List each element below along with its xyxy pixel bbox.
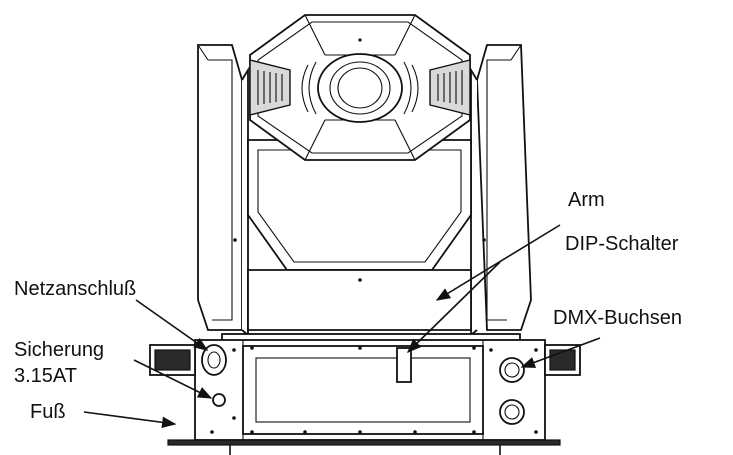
label-dmx-sockets: DMX-Buchsen (553, 307, 682, 329)
label-dip-switch: DIP-Schalter (565, 233, 679, 255)
left-handle (149, 344, 196, 376)
head-body (233, 139, 486, 331)
dip-switch (396, 347, 412, 383)
dmx-sockets (499, 357, 525, 425)
leader-lines (83, 224, 601, 429)
left-arm (197, 44, 249, 337)
label-fuse-line1: Sicherung (14, 339, 104, 361)
label-power-connector: Netzanschluß (14, 278, 136, 300)
right-handle (544, 344, 581, 376)
label-fuse-line2: 3.15AT (14, 365, 77, 387)
base (167, 333, 561, 455)
right-arm (470, 44, 532, 337)
fuse-holder (212, 393, 226, 407)
label-foot: Fuß (30, 401, 66, 423)
label-arm: Arm (568, 189, 605, 211)
lens-housing (249, 14, 471, 161)
power-connector (201, 344, 227, 376)
